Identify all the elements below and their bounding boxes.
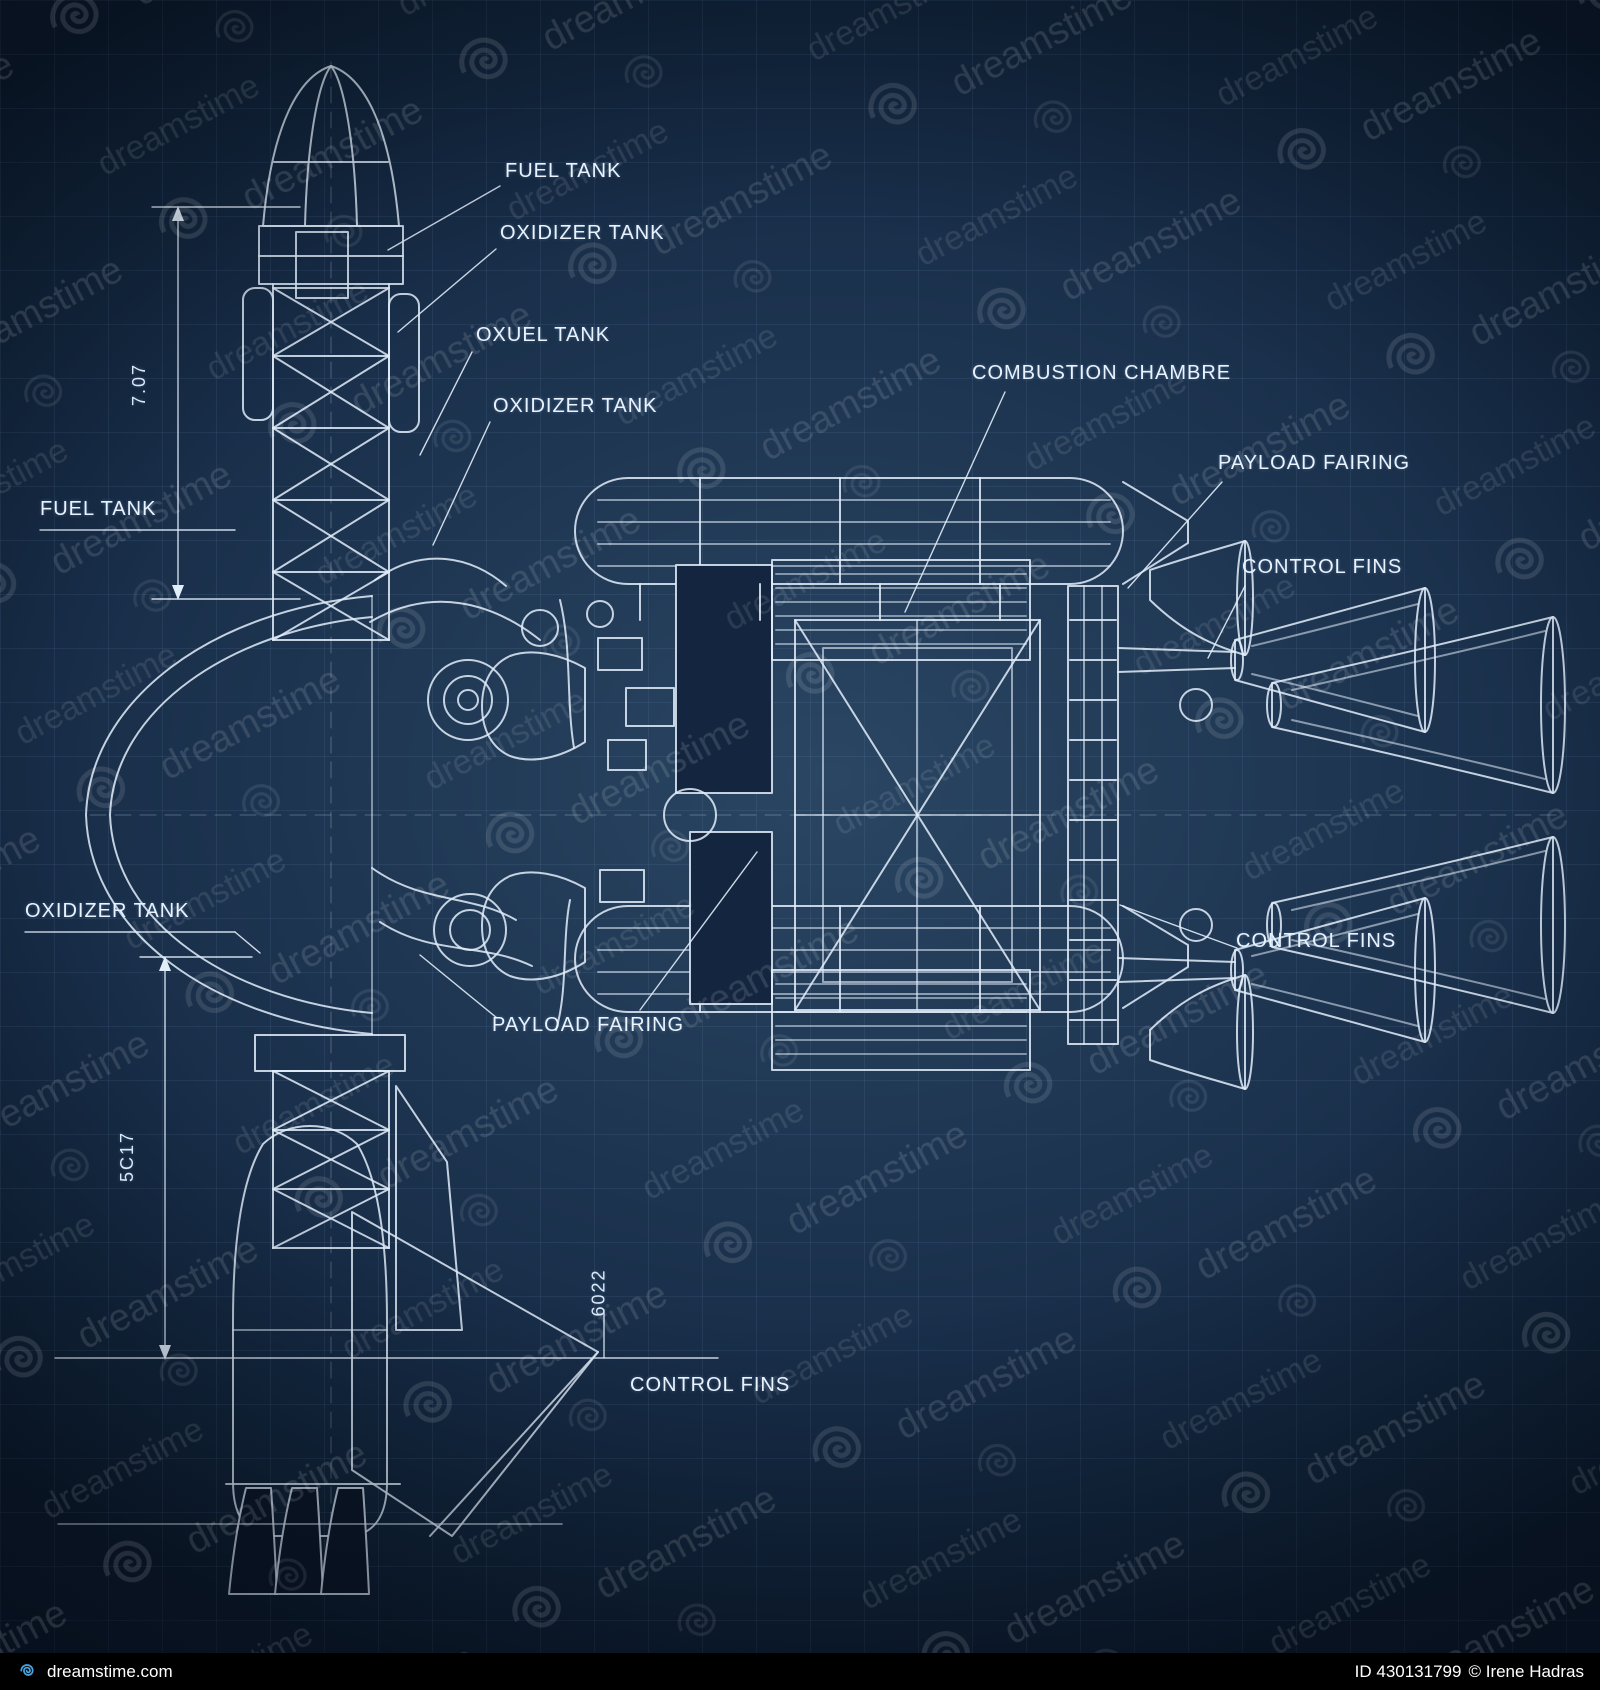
footer-bar: dreamstime.com ID 430131799 © Irene Hadr… xyxy=(0,1653,1600,1690)
footer-site: dreamstime.com xyxy=(47,1661,173,1681)
footer-credit: © Irene Hadras xyxy=(1468,1661,1584,1681)
dreamstime-logo-icon xyxy=(20,1663,34,1676)
footer-image-id: ID 430131799 xyxy=(1354,1661,1462,1681)
